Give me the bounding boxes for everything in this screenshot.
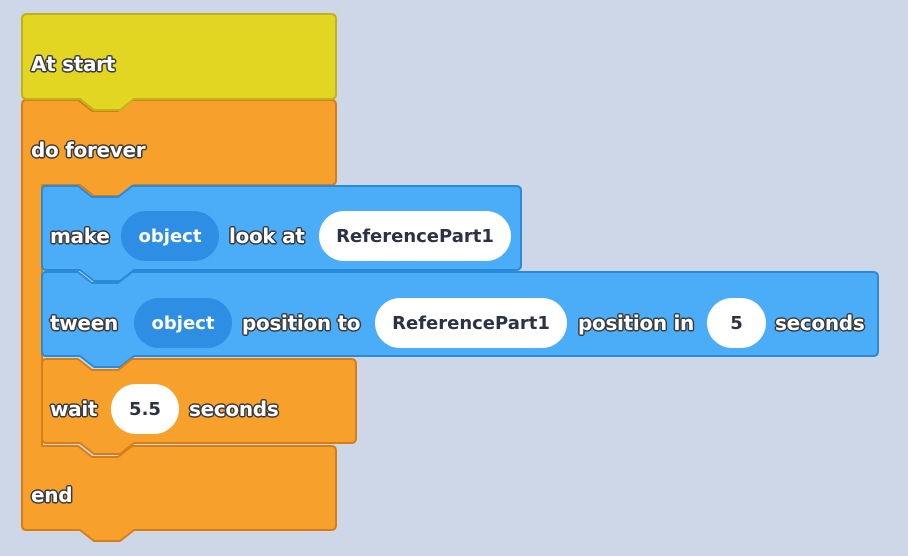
at-start-block[interactable] [21,13,337,111]
tween-seconds-label: seconds [775,311,865,335]
wait-label: wait [50,397,98,421]
do-forever-label: do forever [31,138,146,162]
do-forever-block[interactable] [21,99,337,542]
wait-block[interactable] [41,358,357,455]
end-label: end [31,483,73,507]
look-at-target-input[interactable]: ReferencePart1 [319,211,511,261]
look-at-label: look at [229,224,305,248]
tween-duration-input[interactable]: 5 [707,298,766,348]
wait-duration-input[interactable]: 5.5 [111,384,179,434]
at-start-label: At start [31,52,115,76]
tween-target-input[interactable]: ReferencePart1 [375,298,567,348]
position-to-label: position to [242,311,361,335]
position-in-label: position in [578,311,694,335]
tween-object-parameter-pill[interactable]: object [134,298,232,348]
tween-label: tween [50,311,118,335]
wait-seconds-label: seconds [189,397,279,421]
make-label: make [50,224,110,248]
object-parameter-pill[interactable]: object [121,211,219,261]
